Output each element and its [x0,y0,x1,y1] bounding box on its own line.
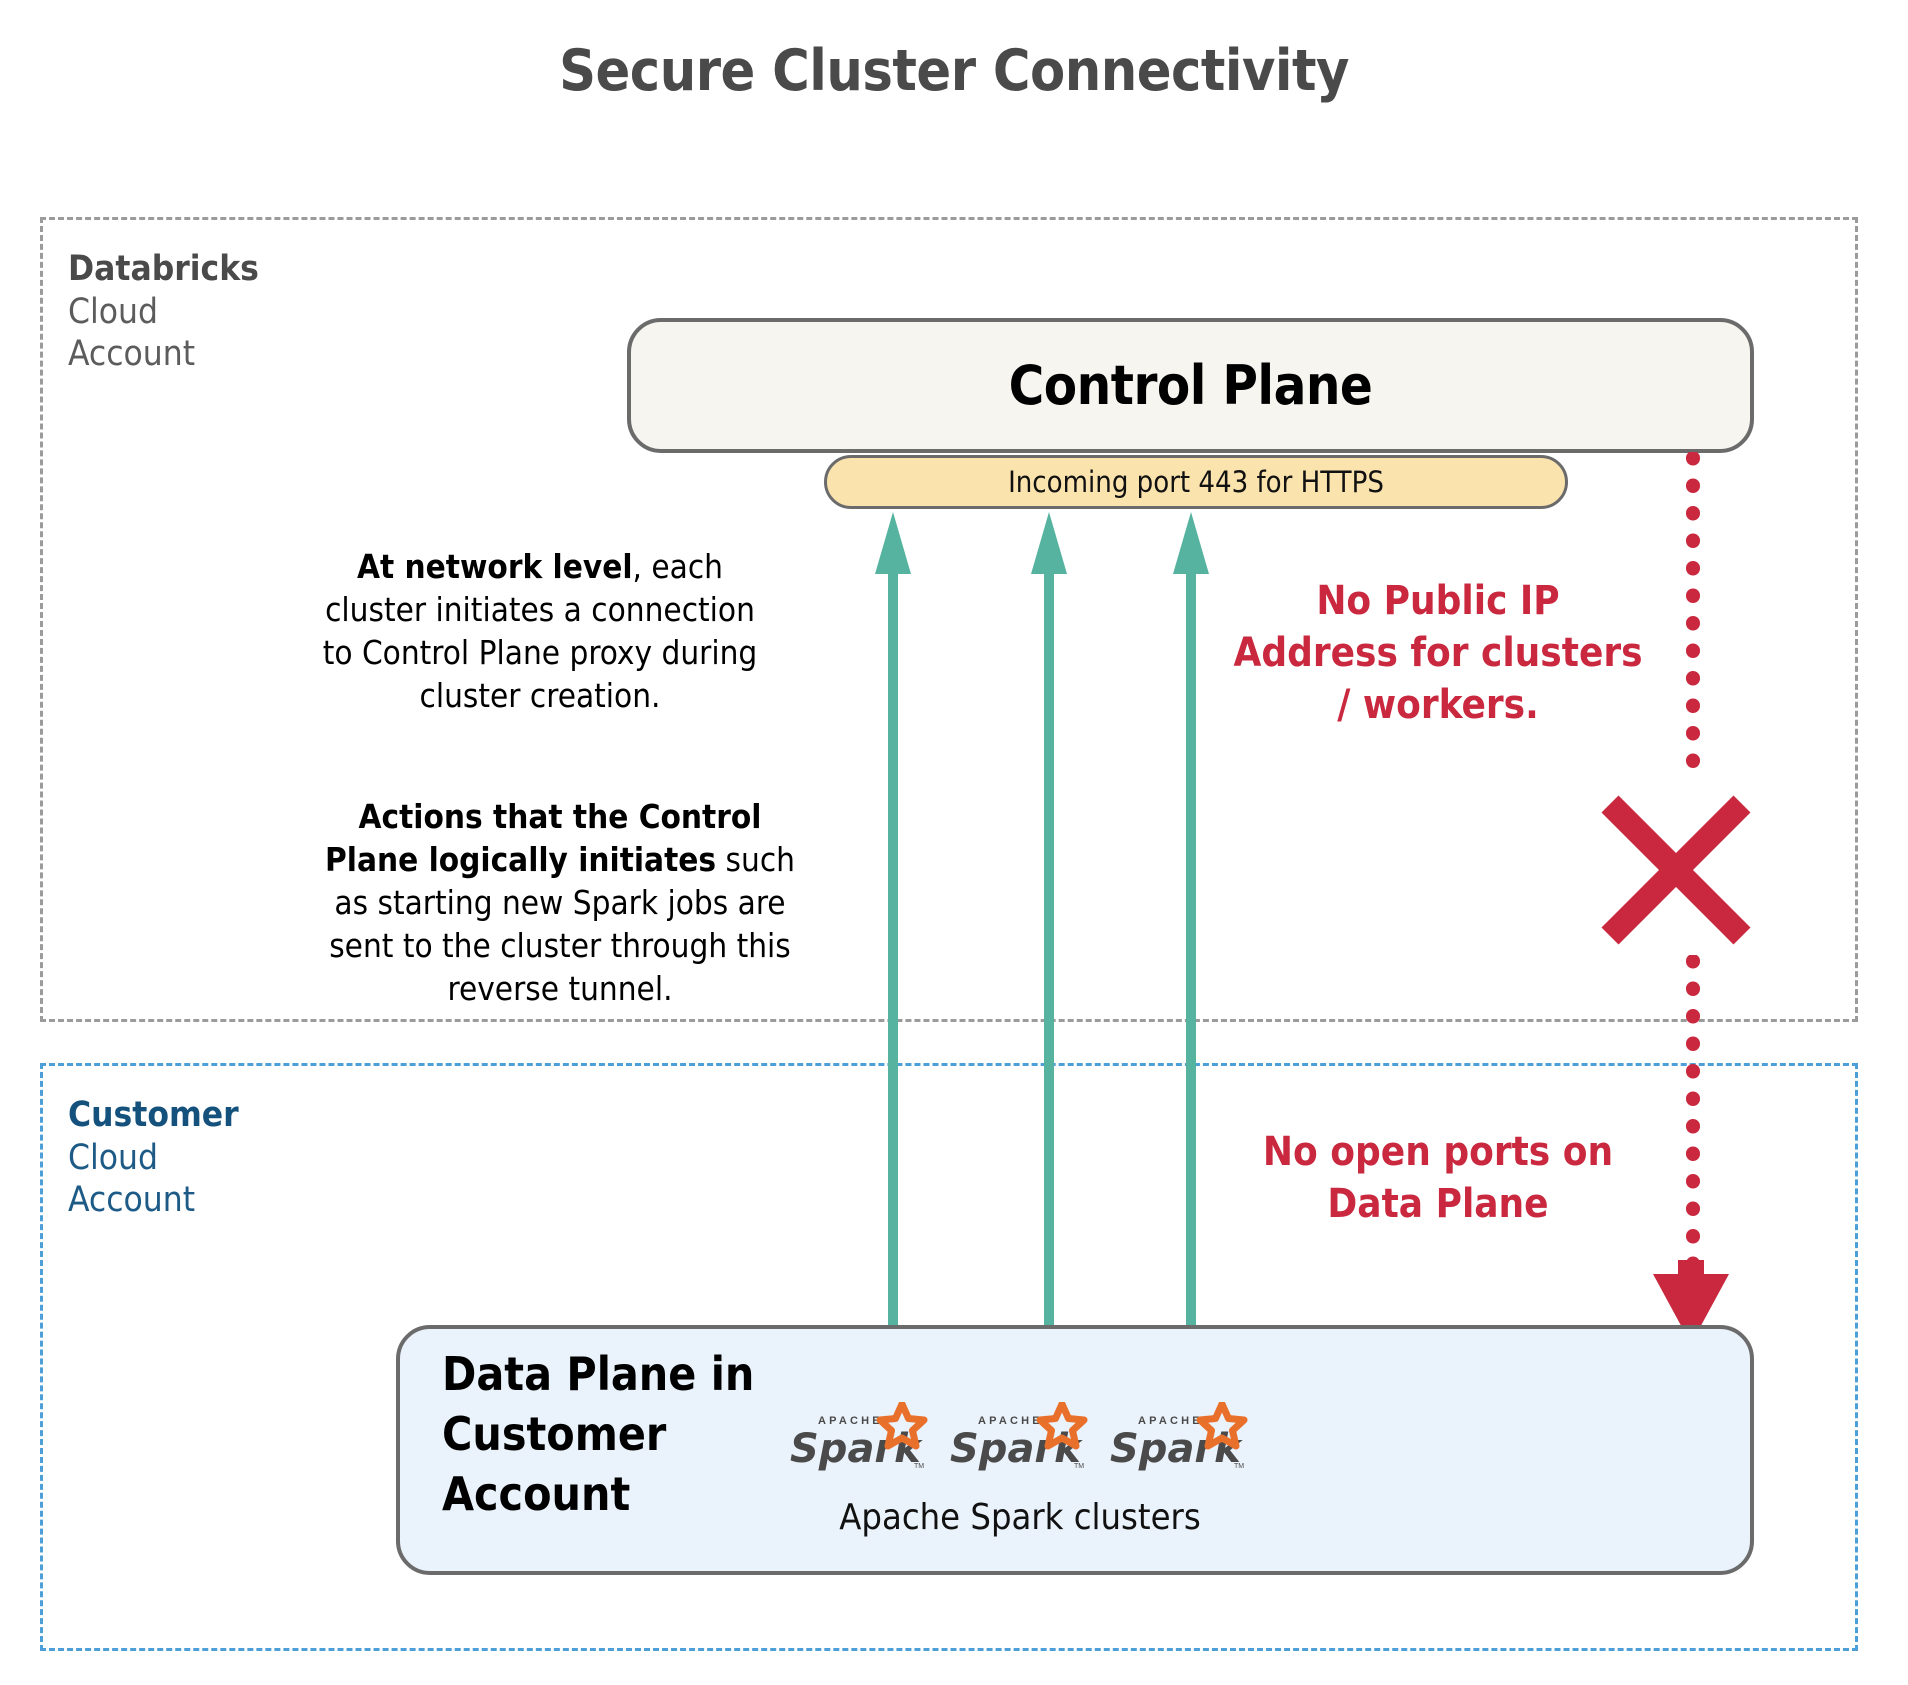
svg-text:Spark: Spark [950,1426,1083,1472]
databricks-zone-label-line2: Cloud [68,291,158,332]
apache-spark-logo-icon: APACHE Spark TM [790,1402,928,1472]
red-dotted-line-lower [1686,955,1700,1270]
customer-zone-label-line3: Account [68,1180,196,1221]
customer-zone-label-line1: Customer [68,1095,239,1135]
customer-zone-label: Customer Cloud Account [68,1094,239,1222]
note-control-plane-actions: Actions that the Control Plane logically… [310,796,810,1010]
svg-text:TM: TM [1234,1463,1244,1470]
green-arrow-up-1 [875,512,911,1392]
svg-text:APACHE: APACHE [978,1415,1043,1427]
control-plane-box: Control Plane [627,318,1754,453]
page-title: Secure Cluster Connectivity [559,38,1349,104]
svg-text:APACHE: APACHE [1138,1415,1203,1427]
apache-spark-logo-group: APACHE Spark TM APACHE Spark TM APACHE S… [790,1400,1250,1476]
incoming-port-pill: Incoming port 443 for HTTPS [824,455,1568,509]
svg-text:TM: TM [1074,1463,1084,1470]
red-dotted-line-upper [1686,452,1700,787]
red-arrow-down-blocked [1653,1260,1729,1344]
note-control-plane-actions-lead: Actions that the Control Plane logically… [325,797,762,879]
prohibited-x-icon [1601,795,1751,945]
apache-spark-logo-icon: APACHE Spark TM [1110,1402,1248,1472]
note-network-level-rest: , each cluster initiates a connection to… [322,547,758,715]
databricks-zone-label-line1: Databricks [68,249,259,289]
green-arrow-up-3 [1173,512,1209,1392]
customer-cloud-account-zone [40,1063,1858,1651]
green-arrow-up-2 [1031,512,1067,1392]
data-plane-box [396,1325,1754,1575]
note-network-level-lead: At network level [357,547,633,586]
databricks-zone-label-line3: Account [68,334,196,375]
apache-spark-clusters-caption: Apache Spark clusters [839,1497,1201,1538]
note-network-level: At network level, each cluster initiates… [310,546,770,718]
incoming-port-label: Incoming port 443 for HTTPS [1008,465,1384,499]
apache-spark-logo-icon: APACHE Spark TM [950,1402,1088,1472]
databricks-cloud-account-zone [40,217,1858,1022]
svg-text:Spark: Spark [790,1426,923,1472]
callout-no-open-ports: No open ports on Data Plane [1262,1129,1614,1227]
data-plane-title: Data Plane in Customer Account [442,1347,755,1521]
note-control-plane-actions-rest: such as starting new Spark jobs are sent… [329,839,795,1008]
svg-text:Spark: Spark [1110,1426,1243,1472]
callout-no-public-ip: No Public IP Address for clusters / work… [1233,578,1643,728]
customer-zone-label-line2: Cloud [68,1137,158,1178]
databricks-zone-label: Databricks Cloud Account [68,248,259,376]
control-plane-title: Control Plane [1008,354,1373,417]
svg-text:APACHE: APACHE [818,1415,883,1427]
svg-text:TM: TM [914,1463,924,1470]
